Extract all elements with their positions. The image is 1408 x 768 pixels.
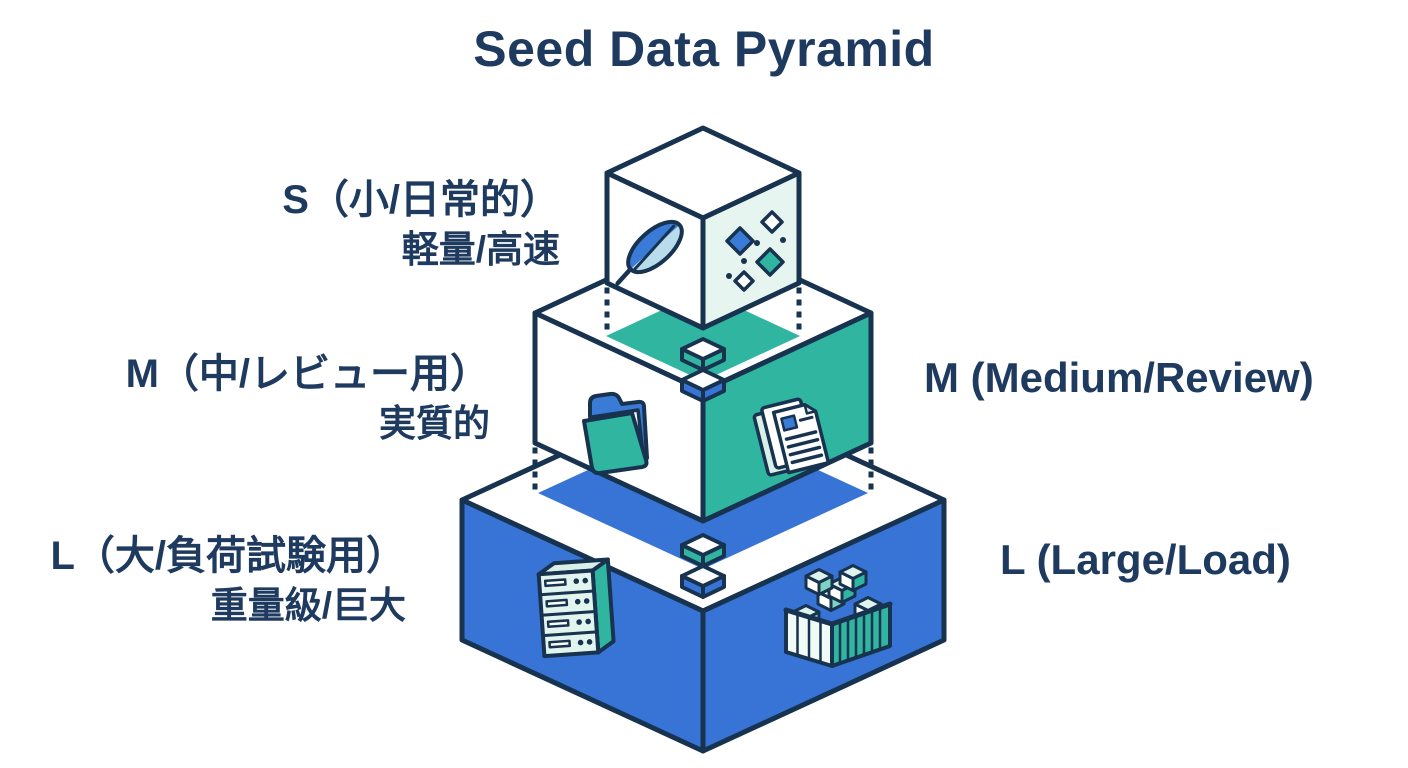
tier-s-label-main: S（小/日常的） [282,178,560,222]
tier-m-label-sub: 実質的 [379,403,490,444]
tier-l-label: L（大/負荷試験用） 重量級/巨大 [50,532,406,628]
layer-stack-connector-ml [680,533,726,599]
page-title: Seed Data Pyramid [473,21,935,77]
feather-icon [615,219,684,286]
tier-m-label-en: M (Medium/Review) [924,354,1314,401]
tier-s-footprint [606,291,800,381]
tier-l-label-main: L（大/負荷試験用） [50,534,406,578]
tier-m-label: M（中/レビュー用） 実質的 [126,350,490,446]
tier-s-label: S（小/日常的） 軽量/高速 [282,176,560,272]
server-rack-icon [536,557,616,659]
tier-s-label-sub: 軽量/高速 [401,229,560,270]
tier-l-label-sub: 重量級/巨大 [210,585,406,626]
data-fragments-icon [725,210,786,292]
layer-stack-connector-sm [680,337,726,403]
container-icon [783,564,893,668]
tier-l-label-en: L (Large/Load) [1000,536,1291,583]
tier-m-label-main: M（中/レビュー用） [125,352,490,396]
documents-icon [752,397,831,477]
folder-icon [582,391,649,476]
